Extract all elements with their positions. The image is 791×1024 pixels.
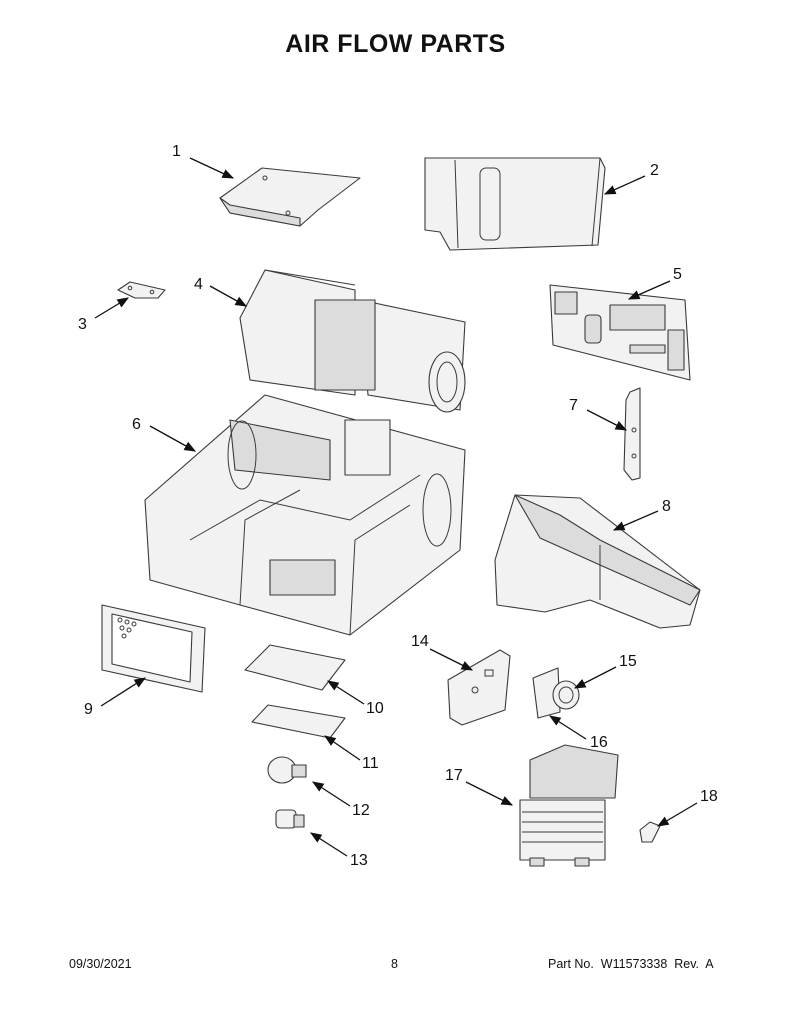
- part-16-bracket: [532, 667, 561, 719]
- callout-number: 13: [350, 852, 368, 869]
- callout-number: 6: [132, 416, 141, 433]
- callout-17: 17: [445, 767, 514, 806]
- part-8-duct: [494, 494, 701, 629]
- part-13-socket: [275, 809, 305, 829]
- part-4-blower: [239, 269, 466, 413]
- callout-1: 1: [172, 143, 235, 179]
- callout-8: 8: [612, 498, 671, 531]
- callout-number: 11: [362, 755, 379, 772]
- part-1-plate: [219, 167, 361, 227]
- callout-4: 4: [194, 276, 248, 307]
- callout-number: 15: [619, 653, 637, 670]
- part-7-bracket: [623, 387, 641, 481]
- part-18-clip: [639, 821, 661, 843]
- part-12-bulb: [267, 756, 307, 784]
- callout-12: 12: [312, 781, 370, 819]
- callout-11: 11: [324, 735, 379, 772]
- callout-7: 7: [569, 397, 628, 431]
- callout-number: 14: [411, 633, 429, 650]
- callout-number: 2: [650, 162, 659, 179]
- part-5-vent-plate: [549, 284, 691, 381]
- callout-number: 5: [673, 266, 682, 283]
- part-6-cavity-frame: [144, 394, 466, 636]
- part-15-thermostat: [552, 680, 580, 710]
- callout-number: 8: [662, 498, 671, 515]
- callout-number: 12: [352, 802, 370, 819]
- page-title: AIR FLOW PARTS: [285, 30, 506, 58]
- callout-18: 18: [656, 788, 718, 827]
- callout-number: 17: [445, 767, 463, 784]
- callout-number: 3: [78, 316, 87, 333]
- callout-number: 16: [590, 734, 608, 751]
- part-9-grille: [101, 604, 206, 693]
- callout-10: 10: [327, 680, 384, 717]
- callout-number: 9: [84, 701, 93, 718]
- callout-3: 3: [78, 297, 130, 333]
- callout-5: 5: [627, 266, 682, 300]
- part-17-transformer: [519, 744, 619, 867]
- part-2-panel: [424, 157, 606, 251]
- part-3-bracket: [117, 281, 166, 299]
- footer-date: 09/30/2021: [69, 957, 132, 971]
- callout-13: 13: [310, 832, 368, 869]
- callout-number: 7: [569, 397, 578, 414]
- callout-number: 18: [700, 788, 718, 805]
- footer-part-number: Part No. W11573338 Rev. A: [548, 957, 714, 971]
- callout-6: 6: [132, 416, 197, 452]
- callout-2: 2: [603, 162, 659, 195]
- callout-number: 10: [366, 700, 384, 717]
- callout-number: 1: [172, 143, 181, 160]
- callout-number: 4: [194, 276, 203, 293]
- footer-page-number: 8: [391, 957, 398, 971]
- part-11-pad: [251, 704, 346, 739]
- callout-14: 14: [411, 633, 474, 671]
- callout-15: 15: [573, 653, 637, 689]
- part-10-sheet: [244, 644, 346, 691]
- part-14-board: [447, 649, 511, 726]
- callout-9: 9: [84, 677, 146, 718]
- callout-16: 16: [549, 715, 608, 751]
